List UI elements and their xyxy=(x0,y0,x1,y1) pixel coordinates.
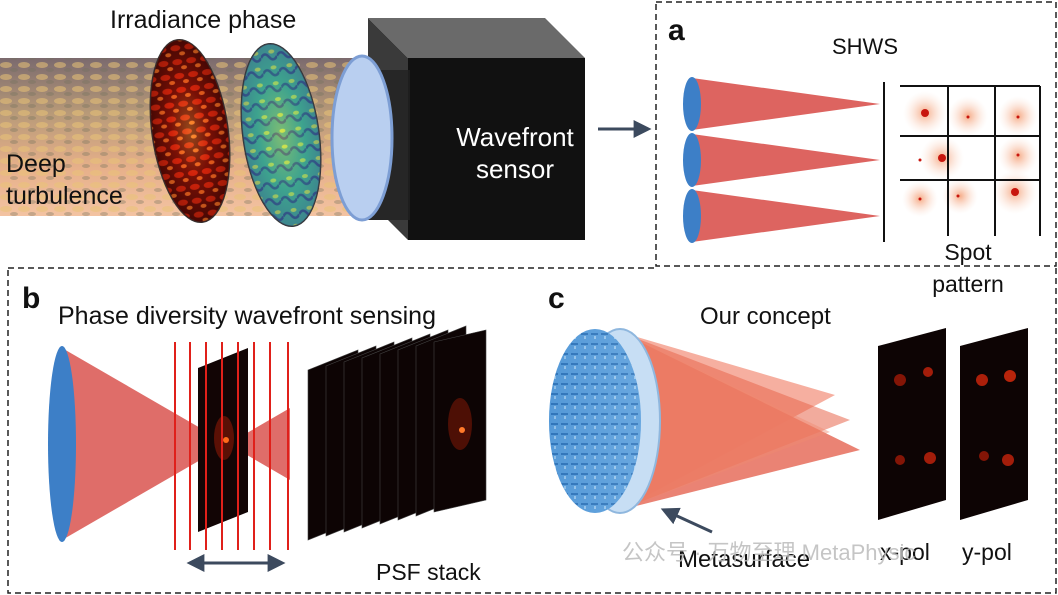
panel-a-letter: a xyxy=(668,14,685,47)
lenslet-1 xyxy=(683,77,701,131)
lenslet-cone-1 xyxy=(692,78,880,130)
panel-b-lens xyxy=(48,346,76,542)
lower-panels-border xyxy=(7,267,1057,594)
psf-stack-label: PSF stack xyxy=(376,559,481,585)
deep-turbulence-label-line2: turbulence xyxy=(6,182,123,210)
panel-b-title: Phase diversity wavefront sensing xyxy=(58,302,436,330)
y-pol-image xyxy=(960,328,1028,520)
lenslet-3 xyxy=(683,189,701,243)
panel-c-beam-4 xyxy=(620,332,830,510)
psf-stack xyxy=(307,325,487,541)
irradiance-phase-label: Irradiance phase xyxy=(110,6,296,34)
wavefront-sensor: Wavefront sensor xyxy=(330,18,585,240)
spot xyxy=(1016,115,1020,119)
defocus-planes xyxy=(174,342,289,550)
lenslet-array xyxy=(683,77,880,243)
panel-c-beam-3 xyxy=(620,332,850,510)
spot xyxy=(956,194,960,198)
spot xyxy=(938,154,946,162)
spot xyxy=(1016,153,1020,157)
panel-b-diverging-beam xyxy=(228,408,290,480)
lenslet-2 xyxy=(683,133,701,187)
metasurface-pointer-arrow xyxy=(660,507,713,534)
panel-c-title: Our concept xyxy=(700,303,831,330)
irradiance-map xyxy=(149,38,231,224)
panel-a-border xyxy=(655,1,1057,267)
watermark-text: 公众号 · 万物至理 MetaPhysic xyxy=(622,540,915,565)
y-pol-label: y-pol xyxy=(962,539,1012,565)
spot xyxy=(966,115,970,119)
panel-b-converging-beam xyxy=(62,348,228,540)
panel-a-title: SHWS xyxy=(832,34,898,59)
phase-map xyxy=(240,42,322,228)
spot-pattern-label-line1: Spot xyxy=(944,239,992,265)
lenslet-cone-3 xyxy=(692,190,880,242)
spot xyxy=(921,109,929,117)
panel-b-letter: b xyxy=(22,282,40,315)
spot-pattern-grid xyxy=(900,85,1041,236)
sensor-label-line1: Wavefront xyxy=(456,122,574,152)
deep-turbulence-label-line1: Deep xyxy=(6,150,66,178)
spot xyxy=(918,158,922,162)
sensor-top-face xyxy=(368,18,585,58)
panel-c: c Our concept Metasurface xyxy=(548,282,1028,573)
sensor-front-face xyxy=(408,58,585,240)
metasurface-label: Metasurface xyxy=(678,546,810,573)
x-pol-label: x-pol xyxy=(880,539,930,565)
spot xyxy=(918,197,922,201)
panel-b: b Phase diversity wavefront sensing xyxy=(22,282,487,585)
sensor-lens xyxy=(330,54,394,222)
x-pol-image xyxy=(878,328,946,520)
spot-pattern-label-line2: pattern xyxy=(932,271,1004,297)
panel-a: a SHWS xyxy=(655,1,1057,297)
panel-c-letter: c xyxy=(548,282,565,315)
sensor-label-line2: sensor xyxy=(476,154,554,184)
spot xyxy=(1011,188,1019,196)
lenslet-cone-2 xyxy=(692,134,880,186)
metasurface xyxy=(549,328,661,514)
